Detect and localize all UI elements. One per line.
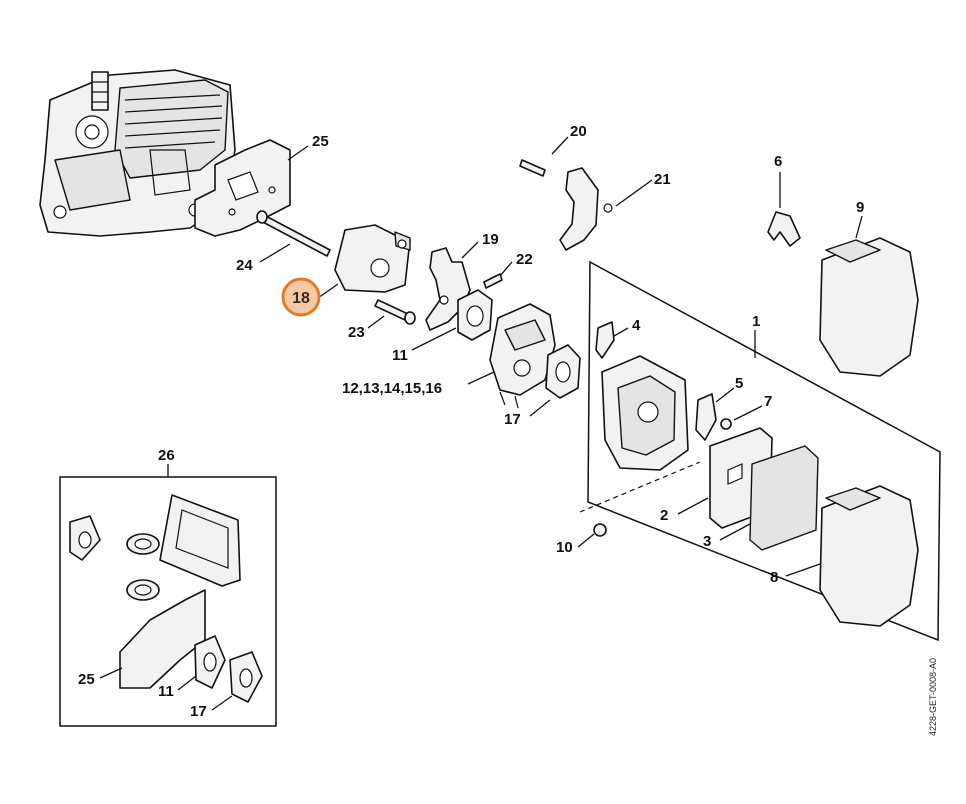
gasket-11-part xyxy=(457,289,493,341)
label-19[interactable]: 19 xyxy=(482,231,499,248)
label-10[interactable]: 10 xyxy=(556,539,573,556)
gasket-kit-box xyxy=(59,476,277,727)
filter-housing-part xyxy=(601,355,689,471)
label-26[interactable]: 26 xyxy=(158,447,175,464)
engine-crankcase-part xyxy=(39,69,236,237)
filter-cover-8-part xyxy=(819,485,919,627)
label-5[interactable]: 5 xyxy=(735,375,743,392)
nut-7-part xyxy=(720,418,732,430)
label-11-top[interactable]: 11 xyxy=(392,347,408,364)
intake-flange-18-part xyxy=(334,224,411,293)
label-17-kit[interactable]: 17 xyxy=(190,703,207,720)
filter-element-3-part xyxy=(749,445,819,551)
bracket-5-part xyxy=(695,393,717,441)
lever-4-part xyxy=(595,321,615,359)
label-21[interactable]: 21 xyxy=(654,171,671,188)
clip-6-part xyxy=(767,211,801,247)
label-23[interactable]: 23 xyxy=(348,324,365,341)
nut-10-part xyxy=(593,523,607,537)
screw-23-part xyxy=(374,299,416,325)
label-25-kit[interactable]: 25 xyxy=(78,671,95,688)
label-2[interactable]: 2 xyxy=(660,507,668,524)
label-20[interactable]: 20 xyxy=(570,123,587,140)
label-18[interactable]: 18 xyxy=(292,290,310,307)
air-filter-assembly-box xyxy=(587,260,941,642)
assembly-dash-line xyxy=(579,461,701,513)
label-6[interactable]: 6 xyxy=(774,153,782,170)
screw-20-part xyxy=(519,159,546,177)
label-9[interactable]: 9 xyxy=(856,199,864,216)
label-8[interactable]: 8 xyxy=(770,569,778,586)
label-11-kit[interactable]: 11 xyxy=(158,683,174,700)
bolt-24-part xyxy=(256,210,331,257)
screw-22-part xyxy=(483,273,503,289)
label-25-top[interactable]: 25 xyxy=(312,133,329,150)
gasket-17-part xyxy=(545,344,581,399)
highlighted-callout-18[interactable]: 18 xyxy=(281,277,321,317)
reference-code: 4228-GET-0008-A0 xyxy=(928,658,938,736)
carburetor-part xyxy=(489,303,556,409)
label-4[interactable]: 4 xyxy=(632,317,641,334)
label-22[interactable]: 22 xyxy=(516,251,533,268)
label-7[interactable]: 7 xyxy=(764,393,772,410)
bracket-21-part xyxy=(559,167,613,251)
label-12-16[interactable]: 12,13,14,15,16 xyxy=(342,380,442,397)
filter-cover-9-part xyxy=(819,237,919,377)
label-1[interactable]: 1 xyxy=(752,313,760,330)
label-3[interactable]: 3 xyxy=(703,533,711,550)
leader-lines xyxy=(99,136,863,711)
label-17-top[interactable]: 17 xyxy=(504,411,521,428)
label-24[interactable]: 24 xyxy=(236,257,253,274)
gasket-25-part xyxy=(194,139,291,237)
